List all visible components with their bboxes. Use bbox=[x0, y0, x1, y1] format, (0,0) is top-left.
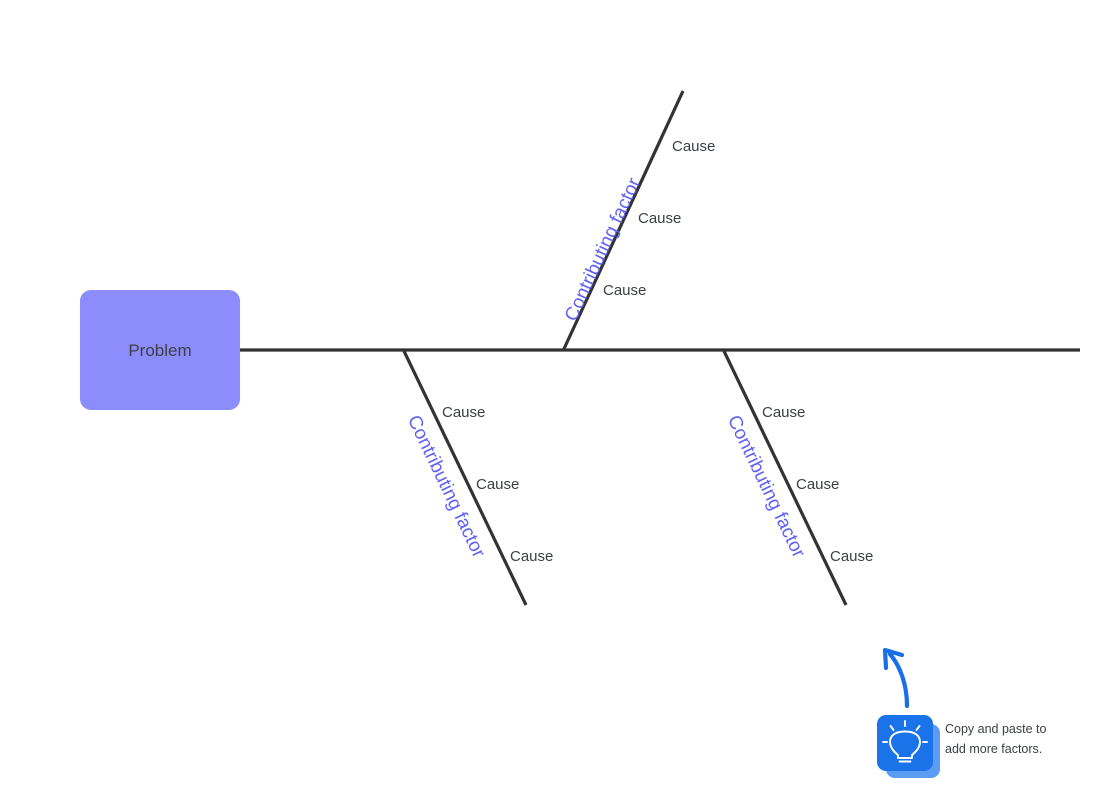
branch-top-cause-2[interactable]: Cause bbox=[638, 210, 681, 227]
hint-callout: Copy and paste to add more factors. bbox=[877, 647, 1047, 778]
branch-bottom-left[interactable]: Contributing factor Cause Cause Cause bbox=[401, 348, 554, 606]
branch-bottom-right[interactable]: Contributing factor Cause Cause Cause bbox=[721, 348, 874, 606]
problem-label: Problem bbox=[128, 341, 191, 360]
branch-top-cause-1[interactable]: Cause bbox=[672, 138, 715, 155]
branch-bottom-left-bone[interactable] bbox=[401, 348, 528, 606]
hint-text-line-1: Copy and paste to bbox=[945, 722, 1047, 736]
branch-top-cause-3[interactable]: Cause bbox=[603, 282, 646, 299]
branch-bottom-right-cause-3[interactable]: Cause bbox=[830, 548, 873, 565]
branch-bottom-right-cause-1[interactable]: Cause bbox=[762, 404, 805, 421]
hint-text-line-2: add more factors. bbox=[945, 742, 1042, 756]
branch-top-factor-label[interactable]: Contributing factor bbox=[561, 174, 645, 324]
arrow-shaft bbox=[887, 651, 910, 709]
lightbulb-tile[interactable] bbox=[877, 715, 933, 771]
branch-bottom-left-cause-1[interactable]: Cause bbox=[442, 404, 485, 421]
branch-bottom-right-cause-2[interactable]: Cause bbox=[796, 476, 839, 493]
branch-top[interactable]: Contributing factor Cause Cause Cause bbox=[561, 90, 715, 352]
arrow-head bbox=[882, 647, 905, 671]
problem-node[interactable]: Problem bbox=[80, 290, 240, 410]
lightbulb-icon bbox=[882, 720, 928, 763]
branch-bottom-left-cause-2[interactable]: Cause bbox=[476, 476, 519, 493]
curved-arrow-icon bbox=[882, 647, 910, 709]
problem-box[interactable] bbox=[80, 290, 240, 410]
branch-top-bone[interactable] bbox=[561, 90, 685, 352]
branch-bottom-left-cause-3[interactable]: Cause bbox=[510, 548, 553, 565]
branch-bottom-right-bone[interactable] bbox=[721, 348, 848, 606]
